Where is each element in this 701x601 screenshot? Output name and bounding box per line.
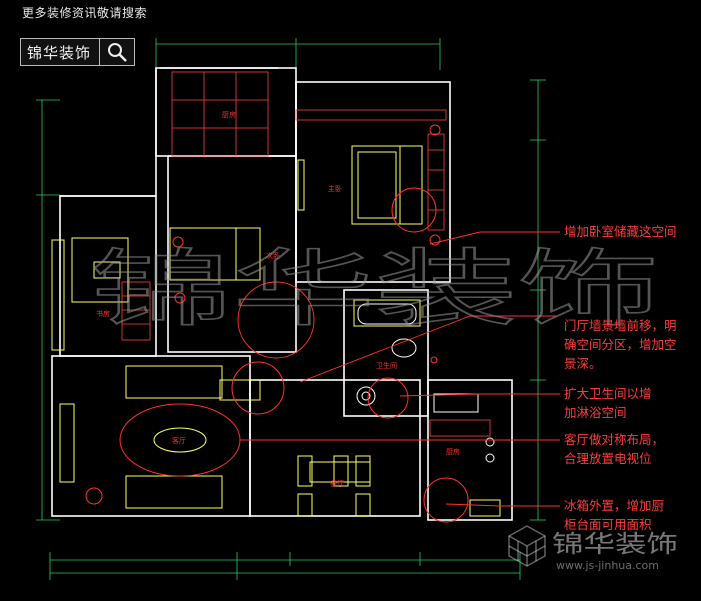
note-2-line-1: 门厅墙景墙前移，明 <box>564 318 677 333</box>
annotation-leaders <box>290 231 560 507</box>
note-3-line-2: 加淋浴空间 <box>564 405 627 420</box>
note-4-line-1: 客厅做对称布局， <box>564 432 664 447</box>
dimension-lines <box>36 38 546 580</box>
logo-brand-text: 锦华装饰 <box>552 530 678 558</box>
room-label-kitchen-top: 厨房 <box>222 110 236 119</box>
note-1-line-1: 增加卧室储藏这空间 <box>564 224 677 239</box>
search-caption: 更多装修资讯敬请搜索 <box>22 6 148 20</box>
note-2-line-2: 确空间分区，增加空 <box>564 337 677 352</box>
annotation-notes: 增加卧室储藏这空间 门厅墙景墙前移，明 确空间分区，增加空 景深。 扩大卫生间以… <box>564 224 677 532</box>
room-label-dining-room: 餐厅 <box>330 479 344 488</box>
room-label-bathroom: 卫生间 <box>376 361 397 370</box>
search-brand-label: 锦华装饰 <box>27 44 92 62</box>
note-4-line-2: 合理放置电视位 <box>564 451 652 466</box>
room-label-second-bedroom: 次卧 <box>266 251 280 260</box>
magnifier-icon[interactable] <box>99 39 134 65</box>
furniture <box>51 145 501 517</box>
room-label-living-room: 客厅 <box>172 436 186 445</box>
sanitary-fixtures <box>356 303 495 463</box>
room-label-kitchen-right: 厨房 <box>446 447 460 456</box>
logo-url-text: www.js-jinhua.com <box>556 559 659 572</box>
room-labels: 厨房 主卧 次卧 书房 卫生间 客厅 餐厅 厨房 <box>96 110 460 488</box>
red-markers <box>85 124 469 523</box>
note-5-line-1: 冰箱外置，增加厨 <box>564 498 664 513</box>
note-2-line-3: 景深。 <box>564 356 602 371</box>
center-watermark: 锦华装饰 <box>90 240 660 338</box>
cabinets <box>121 71 491 437</box>
note-3-line-1: 扩大卫生间以增 <box>564 386 652 401</box>
cube-logo-icon <box>508 525 546 567</box>
search-widget[interactable]: 锦华装饰 <box>20 38 136 66</box>
room-label-master-bedroom: 主卧 <box>328 184 342 193</box>
logo-watermark: 锦华装饰 www.js-jinhua.com <box>508 525 678 572</box>
note-5-line-2: 柜台面可用面积 <box>564 517 652 532</box>
room-label-study: 书房 <box>96 309 110 318</box>
